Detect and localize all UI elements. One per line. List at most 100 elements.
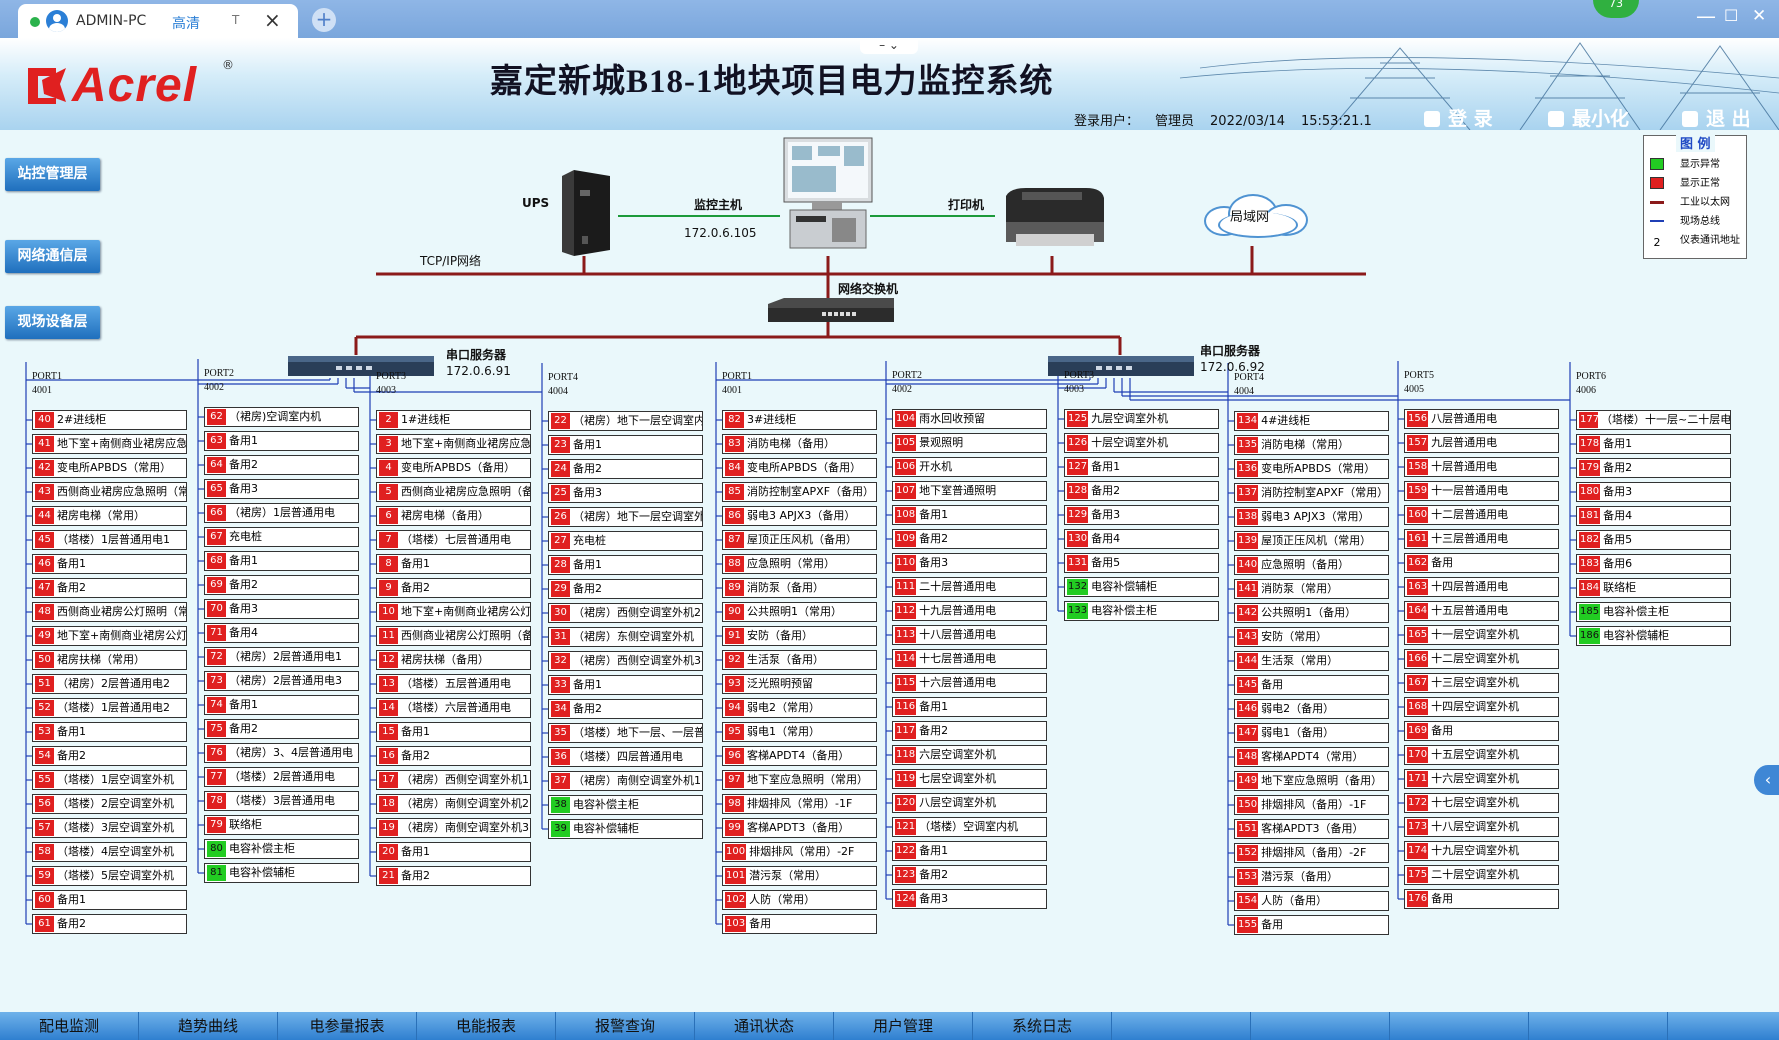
meter-box[interactable]: 45（塔楼）1层普通用电1 (32, 530, 187, 550)
ups-device-icon[interactable] (558, 166, 614, 258)
network-layer-button[interactable]: 网络通信层 (5, 240, 100, 273)
meter-box[interactable]: 14（塔楼）六层普通用电 (376, 698, 531, 718)
serial-server-1-icon[interactable] (286, 354, 436, 378)
nav-tab[interactable]: 配电监测 (0, 1012, 139, 1040)
meter-box[interactable]: 78（塔楼）3层普通用电 (204, 791, 359, 811)
logout-button[interactable]: 退 出 (1682, 104, 1751, 131)
window-close-icon[interactable]: ✕ (1752, 6, 1767, 26)
meter-box[interactable]: 7（塔楼）七层普通用电 (376, 530, 531, 550)
meter-box[interactable]: 51（裙房）2层普通用电2 (32, 674, 187, 694)
expand-panel-icon[interactable]: ‹ (1754, 765, 1779, 795)
meter-box[interactable]: 26（裙房）地下一层空调室外机 (548, 507, 703, 527)
monitoring-host-icon[interactable] (782, 136, 874, 250)
browser-tab[interactable]: ADMIN-PC 高清 T × (18, 4, 298, 38)
meter-box[interactable]: 177（塔楼）十一层~二十层电梯厅空调 (1576, 410, 1731, 430)
meter-box[interactable]: 35（塔楼）地下一层、一层普通用电 (548, 723, 703, 743)
nav-tab[interactable]: 系统日志 (973, 1012, 1112, 1040)
lan-cloud-icon[interactable]: 局域网 (1198, 190, 1314, 244)
meter-box[interactable]: 36（塔楼）四层普通用电 (548, 747, 703, 767)
network-switch-icon[interactable] (764, 296, 898, 326)
meter-box[interactable]: 77（塔楼）2层普通用电 (204, 767, 359, 787)
meter-box[interactable]: 31（裙房）东侧空调室外机 (548, 627, 703, 647)
meter-box[interactable]: 59（塔楼）5层空调室外机 (32, 866, 187, 886)
nav-tab[interactable]: 电能报表 (417, 1012, 556, 1040)
field-layer-button[interactable]: 现场设备层 (5, 306, 100, 339)
window-maximize-icon[interactable]: ☐ (1724, 6, 1739, 25)
nav-tab[interactable]: 通讯状态 (695, 1012, 834, 1040)
tab-close-icon[interactable]: × (264, 8, 281, 32)
meter-box[interactable]: 22（裙房）地下一层空调室内机 (548, 411, 703, 431)
meter-box[interactable]: 58（塔楼）4层空调室外机 (32, 842, 187, 862)
